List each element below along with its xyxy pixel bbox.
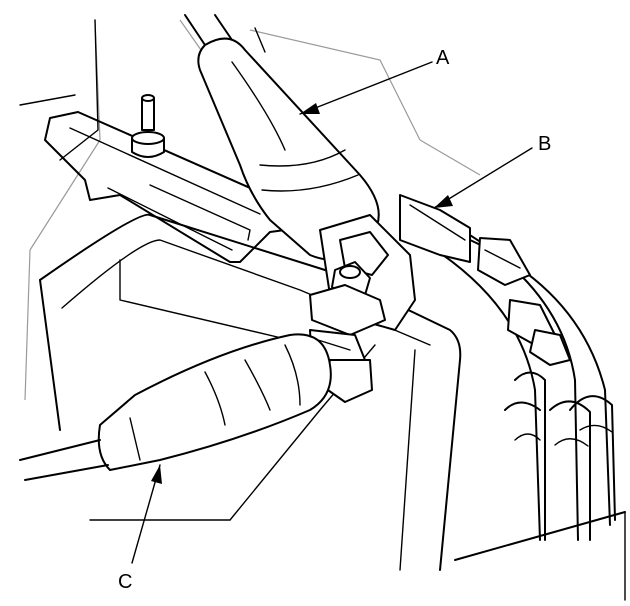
positive-cable	[184, 14, 233, 46]
harness-connector	[399, 194, 571, 366]
leader-arrow-c	[151, 465, 162, 484]
label-a: A	[436, 47, 450, 69]
battery-case	[39, 213, 462, 571]
callout-b: B	[433, 133, 551, 209]
leader-arrow-a	[300, 103, 320, 114]
label-b: B	[538, 133, 551, 155]
hold-down-bolt	[131, 94, 165, 158]
callout-c: C	[118, 464, 162, 593]
positive-terminal-clamp	[309, 214, 416, 336]
leader-line-a	[299, 61, 433, 115]
leader-arrow-b	[434, 195, 453, 208]
negative-cable	[19, 439, 109, 481]
negative-terminal-boot	[97, 333, 332, 471]
callout-a: A	[299, 47, 450, 115]
leader-line-b	[433, 147, 533, 209]
label-c: C	[118, 571, 132, 593]
